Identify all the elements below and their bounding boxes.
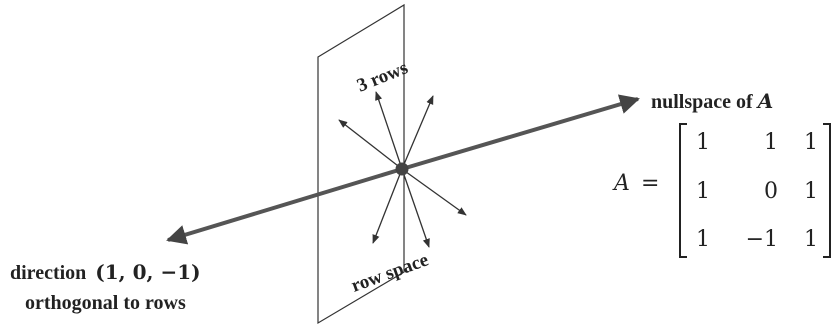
nullspace-line-back (401, 94, 640, 171)
matrix-right-bracket (823, 123, 831, 258)
row-vector-arrow (401, 95, 434, 170)
matrix-cell: 1 (696, 179, 710, 204)
row-vector-arrow (372, 168, 403, 244)
matrix-cell: 1 (804, 227, 818, 252)
direction-label: direction (1, 0, −1) (10, 260, 201, 284)
row-vector-arrow (401, 168, 430, 248)
matrix-cell: 0 (764, 179, 778, 204)
matrix-cell: 1 (804, 179, 818, 204)
nullspace-label-prefix: nullspace of (651, 91, 758, 113)
row-vector-arrow (375, 91, 403, 170)
direction-word: direction (10, 262, 86, 284)
matrix-cell: 1 (764, 130, 778, 155)
row-space-plane (317, 3, 405, 325)
matrix-a: A = 1 1 1 1 0 1 1 −1 1 (612, 123, 831, 258)
matrix-cell: 1 (696, 227, 710, 252)
row-vector-arrow (338, 119, 403, 170)
direction-vector: (1, 0, −1) (95, 260, 200, 284)
origin-point (395, 162, 409, 176)
matrix-left-bracket (679, 123, 687, 258)
row-vector-arrow (401, 168, 467, 216)
nullspace-line-front (166, 167, 403, 245)
matrix-equals: = (641, 171, 659, 196)
nullspace-label-var: A (756, 89, 774, 113)
orthogonal-label: orthogonal to rows (25, 292, 186, 314)
row-vectors (338, 91, 467, 248)
matrix-cell: 1 (804, 130, 818, 155)
nullspace-label: nullspace of A (651, 89, 773, 113)
matrix-cell: −1 (746, 227, 778, 252)
matrix-name: A (612, 171, 630, 196)
matrix-cell: 1 (696, 130, 710, 155)
